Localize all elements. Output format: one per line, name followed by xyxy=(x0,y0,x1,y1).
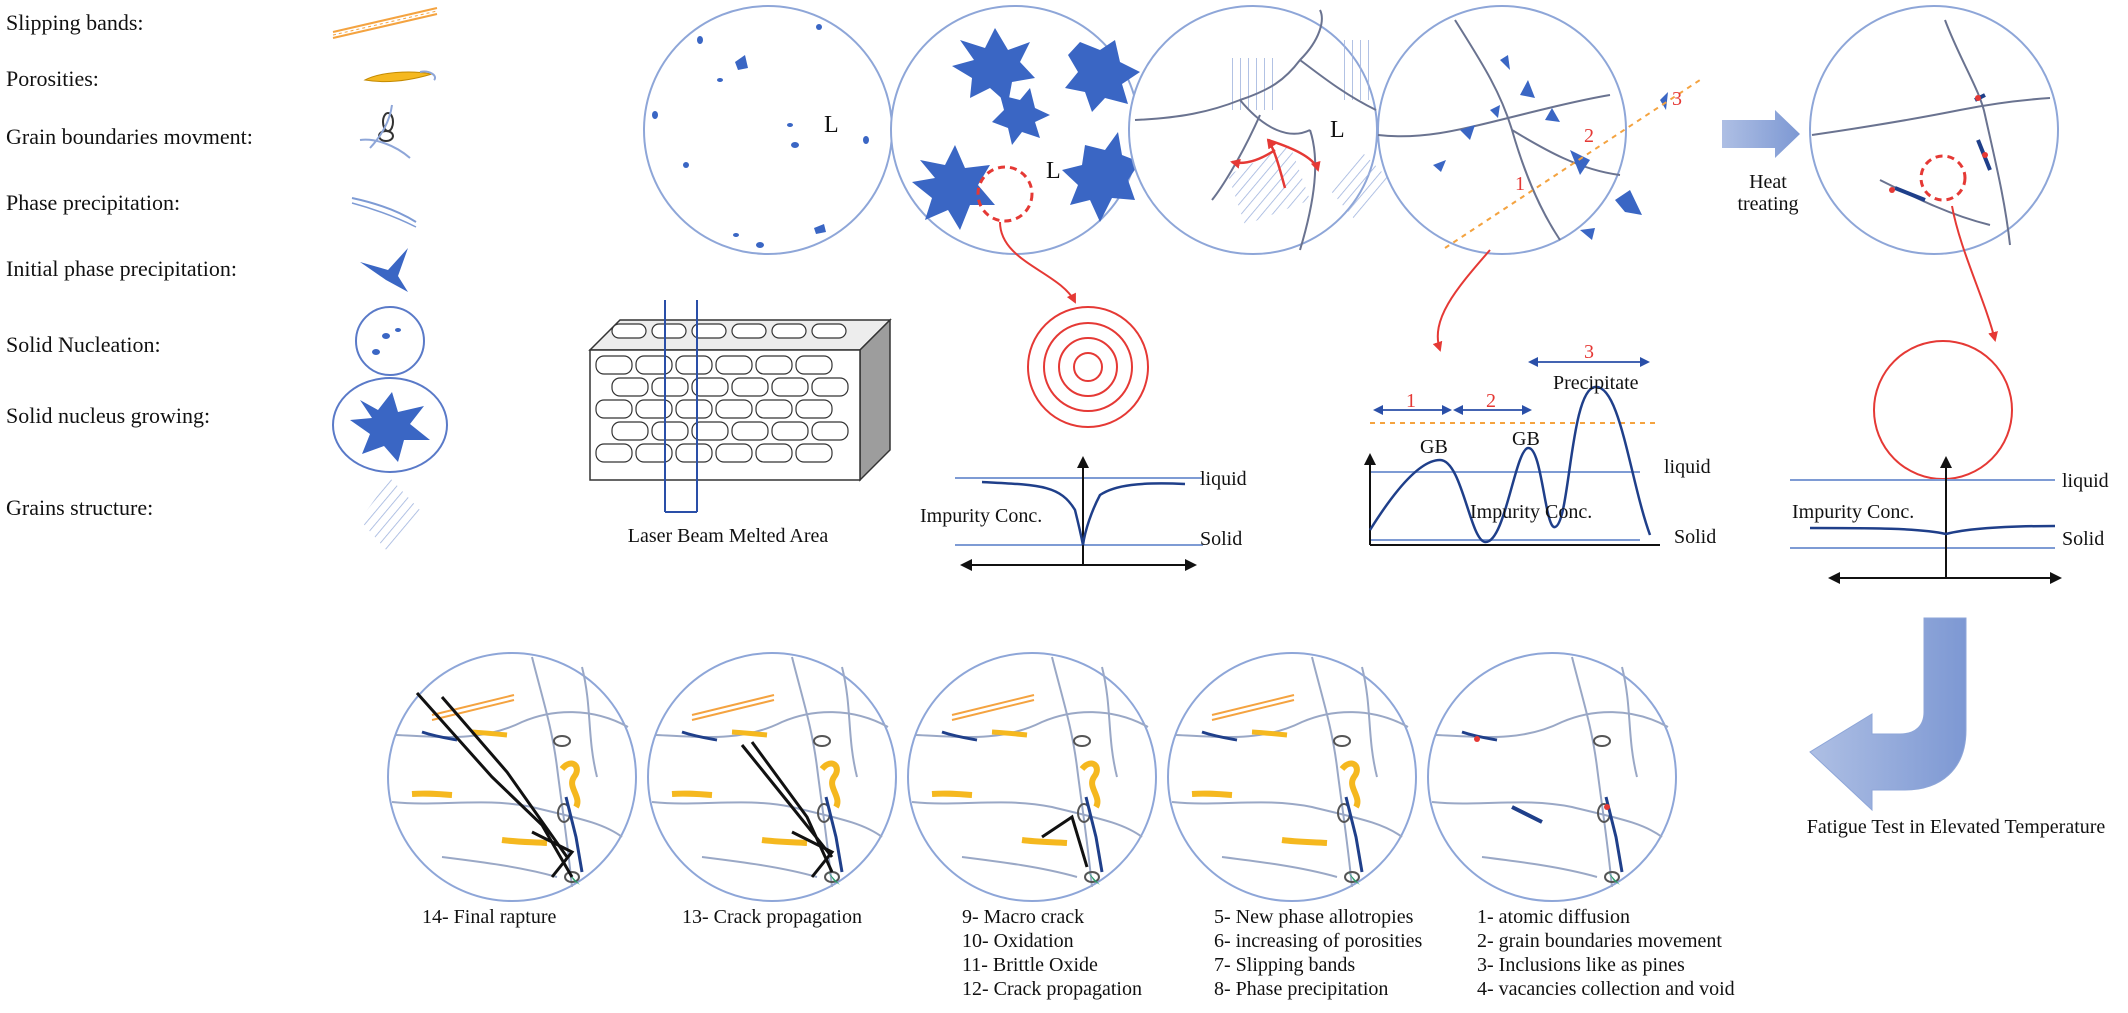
heat-treating-label-2: treating xyxy=(1737,193,1798,215)
bottom-caption-8: 8- Phase precipitation xyxy=(1214,978,1388,1000)
zone-number-3: 3 xyxy=(1672,88,1682,110)
zoom-arrow xyxy=(1432,249,1491,352)
solid-nucleation-icon xyxy=(355,306,425,376)
bottom-circle-1: 1- atomic diffusion 2- grain boundaries … xyxy=(1426,651,1735,1000)
bottom-circle-13: 13- Crack propagation xyxy=(646,651,898,928)
bottom-caption-11: 11- Brittle Oxide xyxy=(962,954,1098,976)
grains-structure-icon xyxy=(360,478,420,552)
legend-label: Slipping bands: xyxy=(6,10,144,35)
fatigue-caption: Fatigue Test in Elevated Temperature xyxy=(1807,816,2106,838)
laser-beam-caption: Laser Beam Melted Area xyxy=(628,525,829,547)
legend-item-phase-precipitation: Phase precipitation: xyxy=(6,190,417,228)
legend-label: Solid nucleus growing: xyxy=(6,403,210,428)
gb-label-2: GB xyxy=(1512,428,1540,450)
phase-precipitation-icon xyxy=(351,197,417,228)
range-number-2: 2 xyxy=(1486,390,1496,412)
legend-label: Phase precipitation: xyxy=(6,190,180,215)
zoom-arrow xyxy=(1951,205,1998,342)
zone-number-1: 1 xyxy=(1515,173,1525,195)
bottom-caption-12: 12- Crack propagation xyxy=(962,978,1142,1000)
solid-nucleus-growing-icon xyxy=(332,377,448,473)
homogenized-ring xyxy=(1873,340,2013,480)
bottom-caption-2: 2- grain boundaries movement xyxy=(1477,930,1722,952)
legend-item-grain-boundaries: Grain boundaries movment: xyxy=(6,104,411,159)
bottom-caption-1: 1- atomic diffusion xyxy=(1477,906,1630,928)
porosity-icon xyxy=(363,70,436,83)
gb-label-1: GB xyxy=(1420,436,1448,458)
legend-label: Solid Nucleation: xyxy=(6,332,161,357)
grain-boundary-movement-icon xyxy=(359,104,411,159)
legend-label: Grains structure: xyxy=(6,495,153,520)
profile-segregated: 1 2 3 GB GB Precipitate liquid Solid Imp… xyxy=(1364,341,1716,548)
profile-homogenized: liquid Solid Impurity Conc. xyxy=(1790,456,2109,584)
bottom-circle-14: 14- Final rapture xyxy=(386,651,638,928)
bottom-caption-10: 10- Oxidation xyxy=(962,930,1074,952)
slipping-bands-icon xyxy=(332,7,438,39)
bottom-circle-9: 9- Macro crack 10- Oxidation 11- Brittle… xyxy=(906,651,1158,1000)
impurity-label: Impurity Conc. xyxy=(1792,501,1914,523)
concentric-rings xyxy=(1027,306,1149,428)
heat-treating-label-1: Heat xyxy=(1749,171,1787,193)
profile-initial: liquid Solid Impurity Conc. xyxy=(920,456,1247,571)
fatigue-arrow: Fatigue Test in Elevated Temperature xyxy=(1807,617,2106,838)
liquid-mark: L xyxy=(824,112,839,138)
liquid-label: liquid xyxy=(1200,468,1247,490)
bottom-caption-6: 6- increasing of porosities xyxy=(1214,930,1422,952)
liquid-label: liquid xyxy=(2062,470,2109,492)
bottom-caption-14: 14- Final rapture xyxy=(422,906,557,928)
range-number-3: 3 xyxy=(1584,341,1594,363)
bottom-caption-7: 7- Slipping bands xyxy=(1214,954,1355,976)
bottom-caption-3: 3- Inclusions like as pines xyxy=(1477,954,1685,976)
legend-item-grains-structure: Grains structure: xyxy=(6,478,420,552)
stage-heat-treated-circle xyxy=(1809,5,2059,255)
laser-melted-block: Laser Beam Melted Area xyxy=(588,300,892,547)
legend-item-solid-nucleation: Solid Nucleation: xyxy=(6,306,425,376)
range-number-1: 1 xyxy=(1406,390,1416,412)
zoom-arrow xyxy=(999,221,1076,304)
bottom-circle-5: 5- New phase allotropies 6- increasing o… xyxy=(1166,651,1422,1000)
stage-grains-circle: L xyxy=(1128,5,1390,255)
solid-label: Solid xyxy=(2062,528,2104,550)
legend: Slipping bands: Porosities: Grain bounda… xyxy=(6,7,448,552)
legend-label: Porosities: xyxy=(6,66,99,91)
legend-item-slipping-bands: Slipping bands: xyxy=(6,7,438,39)
zone-number-2: 2 xyxy=(1584,125,1594,147)
liquid-mark: L xyxy=(1046,158,1061,184)
heat-treating-arrow: Heat treating xyxy=(1722,110,1800,215)
stage-nucleation-circle: L xyxy=(643,5,893,255)
impurity-label: Impurity Conc. xyxy=(920,505,1042,527)
legend-label: Initial phase precipitation: xyxy=(6,256,237,281)
liquid-label: liquid xyxy=(1664,456,1711,478)
liquid-mark: L xyxy=(1330,117,1345,143)
initial-phase-icon xyxy=(360,248,408,292)
stage-growing-circle: L xyxy=(890,5,1140,255)
legend-item-porosities: Porosities: xyxy=(6,66,436,91)
bottom-caption-5: 5- New phase allotropies xyxy=(1214,906,1414,928)
legend-item-initial-phase: Initial phase precipitation: xyxy=(6,248,408,292)
legend-item-solid-nucleus-growing: Solid nucleus growing: xyxy=(6,377,448,473)
impurity-label: Impurity Conc. xyxy=(1470,501,1592,523)
bottom-caption-13: 13- Crack propagation xyxy=(682,906,862,928)
solid-label: Solid xyxy=(1200,528,1242,550)
solid-label: Solid xyxy=(1674,526,1716,548)
bottom-caption-9: 9- Macro crack xyxy=(962,906,1084,928)
stage-segregation-circle: 1 2 3 xyxy=(1377,5,1701,255)
bottom-caption-4: 4- vacancies collection and void xyxy=(1477,978,1735,1000)
legend-label: Grain boundaries movment: xyxy=(6,124,253,149)
precipitate-label: Precipitate xyxy=(1553,372,1639,394)
